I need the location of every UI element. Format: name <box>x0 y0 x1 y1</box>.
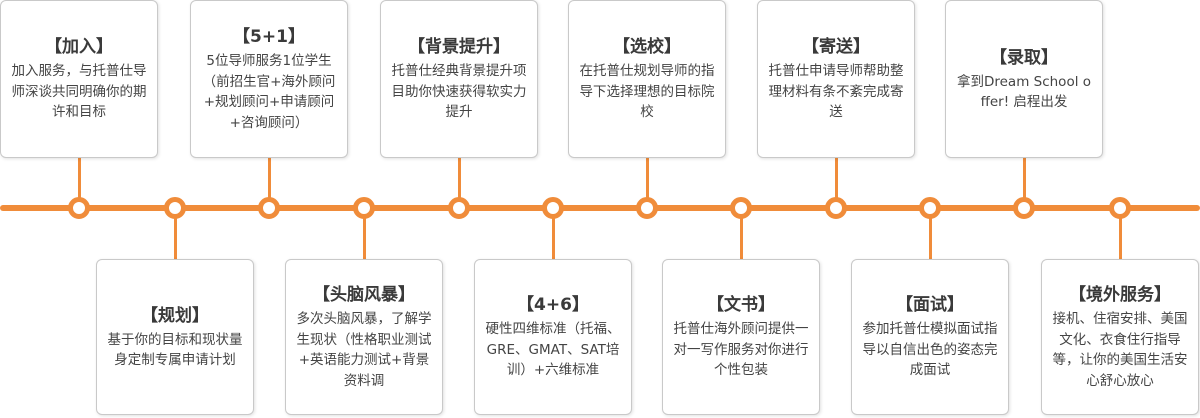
step-title: 【面试】 <box>896 295 964 316</box>
step-card: 【4+6】硬性四维标准（托福、GRE、GMAT、SAT培训）+六维标准 <box>474 259 632 415</box>
step-title: 【录取】 <box>990 47 1058 68</box>
connector-stem <box>173 208 177 259</box>
step-description: 加入服务，与托普仕导师深谈共同明确你的期许和目标 <box>11 63 147 121</box>
step-description: 接机、住宿安排、美国文化、衣食住行指导等，让你的美国生活安心舒心放心 <box>1052 311 1188 389</box>
step-card: 【选校】在托普仕规划导师的指导下选择理想的目标院校 <box>568 0 726 158</box>
connector-stem <box>645 158 649 208</box>
step-title: 【5+1】 <box>233 27 305 47</box>
step-title: 【规划】 <box>141 305 209 326</box>
timeline-node <box>636 197 658 219</box>
timeline-node <box>448 197 470 219</box>
step-card: 【5+1】 5位导师服务1位学生（前招生官+海外顾问+规划顾问+申请顾问+咨询顾问… <box>190 0 348 158</box>
step-card: 【境外服务】接机、住宿安排、美国文化、衣食住行指导等，让你的美国生活安心舒心放心 <box>1041 259 1199 415</box>
step-title: 【加入】 <box>45 37 113 58</box>
step-description: 硬性四维标准（托福、GRE、GMAT、SAT培训）+六维标准 <box>485 321 621 379</box>
connector-stem <box>457 158 461 208</box>
connector-stem <box>1022 158 1026 208</box>
connector-stem <box>362 208 366 259</box>
step-title: 【寄送】 <box>802 37 870 58</box>
step-description: 多次头脑风暴，了解学生现状（性格职业测试+英语能力测试+背景资料调 <box>296 311 432 389</box>
timeline-node <box>542 197 564 219</box>
step-title: 【4+6】 <box>517 295 589 316</box>
timeline-node <box>1109 197 1131 219</box>
timeline-node <box>164 197 186 219</box>
step-card: 【头脑风暴】多次头脑风暴，了解学生现状（性格职业测试+英语能力测试+背景资料调 <box>285 259 443 415</box>
step-description: 托普仕海外顾问提供一对一写作服务对你进行个性包装 <box>673 321 809 379</box>
step-card: 【文书】托普仕海外顾问提供一对一写作服务对你进行个性包装 <box>662 259 820 415</box>
step-title: 【背景提升】 <box>408 37 510 58</box>
timeline-node <box>258 197 280 219</box>
timeline-node <box>68 197 90 219</box>
step-description: 基于你的目标和现状量身定制专属申请计划 <box>107 331 243 369</box>
connector-stem <box>551 208 555 259</box>
step-card: 【加入】加入服务，与托普仕导师深谈共同明确你的期许和目标 <box>0 0 158 158</box>
connector-stem <box>739 208 743 259</box>
timeline-node <box>730 197 752 219</box>
step-description: 在托普仕规划导师的指导下选择理想的目标院校 <box>579 63 715 121</box>
step-card: 【寄送】托普仕申请导师帮助整理材料有条不紊完成寄送 <box>757 0 915 158</box>
step-card: 【面试】参加托普仕模拟面试指导以自信出色的姿态完成面试 <box>851 259 1009 415</box>
step-description: 5位导师服务1位学生（前招生官+海外顾问+规划顾问+申请顾问+咨询顾问） <box>202 53 336 131</box>
connector-stem <box>1118 208 1122 259</box>
step-card: 【规划】基于你的目标和现状量身定制专属申请计划 <box>96 259 254 415</box>
connector-stem <box>77 158 81 208</box>
step-card: 【背景提升】托普仕经典背景提升项目助你快速获得软实力提升 <box>380 0 538 158</box>
timeline-line <box>0 205 1200 211</box>
step-title: 【选校】 <box>613 37 681 58</box>
step-description: 拿到Dream School offer! 启程出发 <box>956 73 1092 111</box>
timeline-node <box>1013 197 1035 219</box>
connector-stem <box>834 158 838 208</box>
step-title: 【头脑风暴】 <box>313 285 415 305</box>
step-description: 参加托普仕模拟面试指导以自信出色的姿态完成面试 <box>862 321 998 379</box>
timeline-node <box>919 197 941 219</box>
step-card: 【录取】拿到Dream School offer! 启程出发 <box>945 0 1103 158</box>
timeline-node <box>353 197 375 219</box>
connector-stem <box>928 208 932 259</box>
step-title: 【境外服务】 <box>1069 285 1171 305</box>
connector-stem <box>267 158 271 208</box>
timeline-node <box>825 197 847 219</box>
step-description: 托普仕申请导师帮助整理材料有条不紊完成寄送 <box>768 63 904 121</box>
step-description: 托普仕经典背景提升项目助你快速获得软实力提升 <box>391 63 527 121</box>
step-title: 【文书】 <box>707 295 775 316</box>
